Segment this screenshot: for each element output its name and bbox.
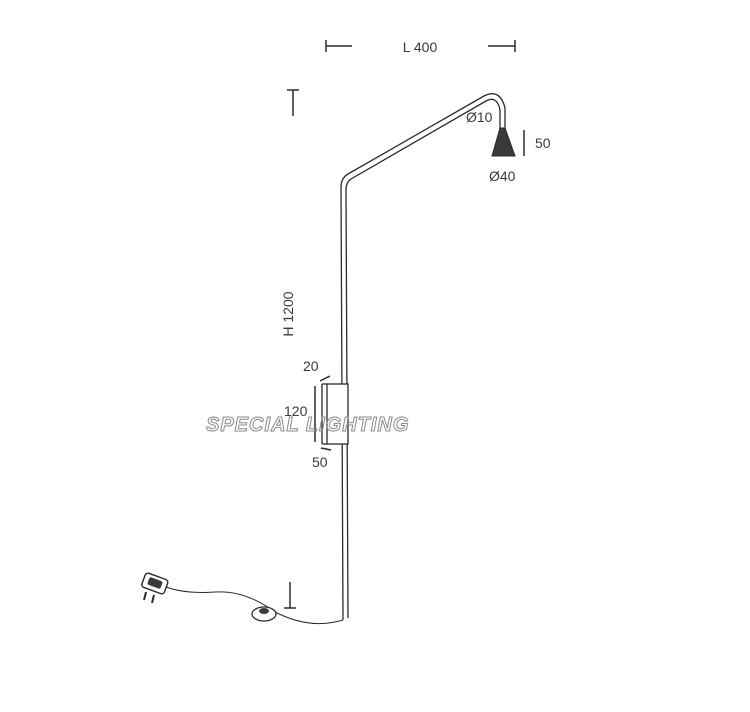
length-label: L 400	[403, 39, 438, 55]
head-diameter-small-label: Ø10	[466, 109, 493, 125]
head-length-label: 50	[535, 135, 551, 151]
plug-pin-left	[143, 591, 147, 601]
box-depth-dim-line	[319, 375, 331, 382]
height-label: H 1200	[280, 291, 296, 336]
wall-box: 20 120 50	[284, 358, 349, 470]
lamp-pole-inner	[345, 98, 501, 619]
foot-switch	[251, 606, 277, 622]
head-diameter-large-label: Ø40	[489, 168, 516, 184]
height-dimension: H 1200	[280, 89, 299, 609]
box-width-dim-line	[320, 447, 332, 451]
wall-box-front	[326, 383, 349, 445]
box-depth-label: 20	[303, 358, 319, 374]
length-dimension: L 400	[325, 39, 516, 55]
box-height-label: 120	[284, 403, 308, 419]
power-cable	[165, 586, 344, 625]
lamp-head-cone	[491, 127, 516, 157]
plug-pin-right	[151, 594, 155, 604]
box-width-label: 50	[312, 454, 328, 470]
foot-switch-button	[259, 608, 269, 614]
head-dimensions: Ø10 50 Ø40	[466, 109, 551, 184]
lamp-pole-outline	[340, 93, 506, 621]
watermark-text: SPECIAL LIGHTING	[206, 414, 409, 436]
power-plug	[141, 572, 169, 604]
cable-assembly	[141, 572, 344, 625]
plug-face	[147, 577, 163, 589]
lamp-body	[340, 93, 516, 621]
